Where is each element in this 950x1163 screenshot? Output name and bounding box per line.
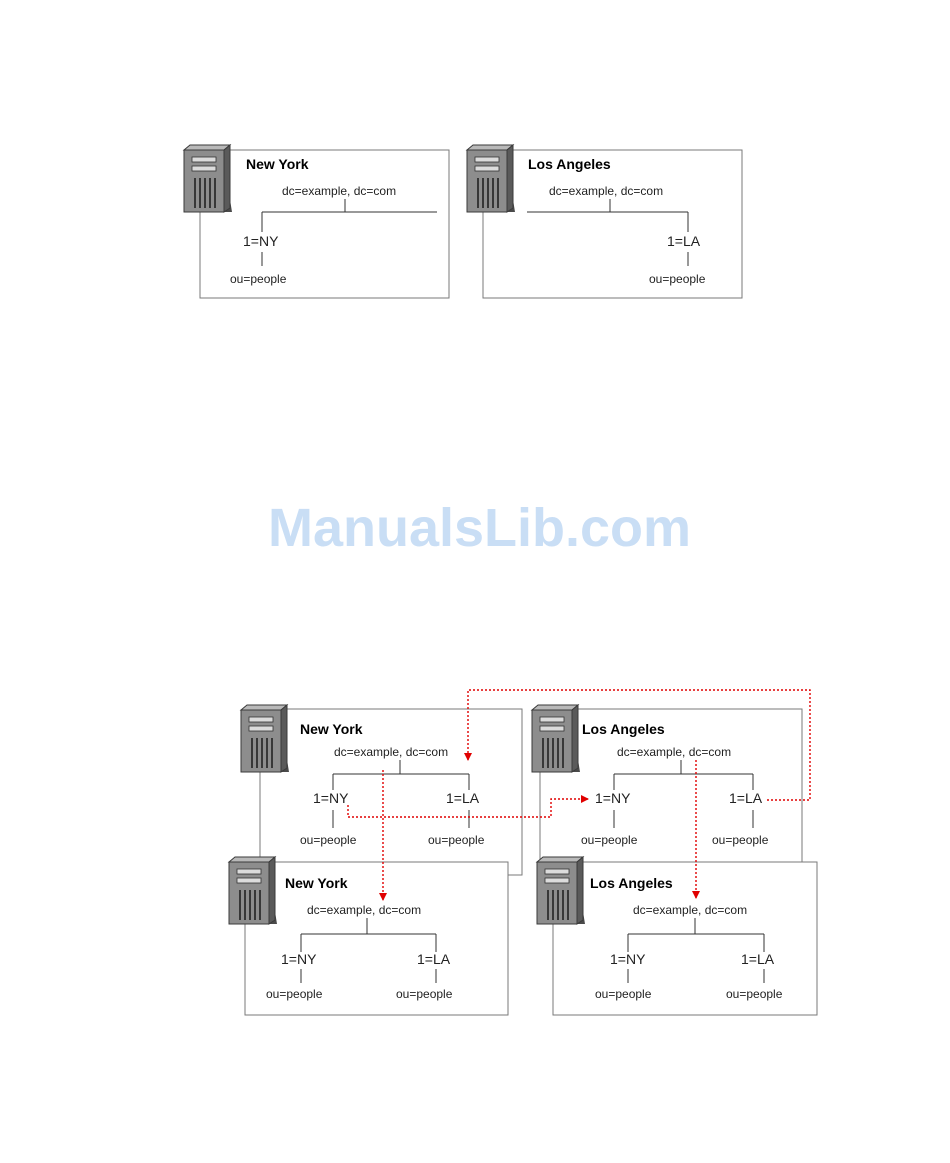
suffix-label: dc=example, dc=com: [334, 745, 448, 759]
replication-arrow-la-to-ny: [464, 689, 811, 801]
ou-people: ou=people: [396, 987, 453, 1001]
top-new-york-server: New York dc=example, dc=com 1=NY ou=peop…: [183, 144, 450, 299]
suffix-label: dc=example, dc=com: [549, 184, 663, 198]
node-ny: 1=NY: [313, 790, 349, 806]
watermark: ManualsLib.com: [268, 498, 691, 558]
ou-people: ou=people: [230, 272, 287, 286]
node-la: 1=LA: [417, 951, 451, 967]
suffix-label: dc=example, dc=com: [282, 184, 396, 198]
ou-people: ou=people: [649, 272, 706, 286]
server-icon: [183, 144, 233, 213]
top-los-angeles-server: Los Angeles dc=example, dc=com 1=LA ou=p…: [466, 144, 743, 299]
server-icon: [228, 856, 278, 925]
server-icon: [466, 144, 516, 213]
suffix-label: dc=example, dc=com: [307, 903, 421, 917]
node-la: 1=LA: [741, 951, 775, 967]
server-icon: [240, 704, 290, 773]
front-new-york-server: New York dc=example, dc=com 1=NY 1=LA ou…: [228, 856, 509, 1016]
ou-people: ou=people: [726, 987, 783, 1001]
back-ny-frame: [259, 708, 523, 876]
back-la-frame: [539, 708, 803, 876]
front-la-frame: [552, 861, 818, 1016]
ou-people: ou=people: [428, 833, 485, 847]
ou-people: ou=people: [300, 833, 357, 847]
node-ny: 1=NY: [610, 951, 646, 967]
node-ny: 1=NY: [281, 951, 317, 967]
server-title: Los Angeles: [582, 721, 665, 737]
ou-people: ou=people: [266, 987, 323, 1001]
node-la: 1=LA: [446, 790, 480, 806]
replication-arrow-ny-to-la: [347, 795, 589, 818]
top-la-frame: [482, 149, 743, 299]
front-los-angeles-server: Los Angeles dc=example, dc=com 1=NY 1=LA…: [536, 856, 818, 1016]
server-title: Los Angeles: [590, 875, 673, 891]
front-ny-frame: [244, 861, 509, 1016]
server-icon: [531, 704, 581, 773]
node-ny: 1=NY: [595, 790, 631, 806]
ou-people: ou=people: [595, 987, 652, 1001]
top-ny-frame: [199, 149, 450, 299]
back-new-york-server: New York dc=example, dc=com 1=NY 1=LA ou…: [240, 704, 523, 876]
server-title: New York: [300, 721, 363, 737]
server-icon: [536, 856, 586, 925]
server-title: New York: [246, 156, 309, 172]
server-title: New York: [285, 875, 348, 891]
ou-people: ou=people: [581, 833, 638, 847]
node-la: 1=LA: [729, 790, 763, 806]
node-ny: 1=NY: [243, 233, 279, 249]
ou-people: ou=people: [712, 833, 769, 847]
server-title: Los Angeles: [528, 156, 611, 172]
node-la: 1=LA: [667, 233, 701, 249]
replication-arrows: [347, 689, 811, 901]
suffix-label: dc=example, dc=com: [617, 745, 731, 759]
back-los-angeles-server: Los Angeles dc=example, dc=com 1=NY 1=LA…: [531, 704, 803, 876]
suffix-label: dc=example, dc=com: [633, 903, 747, 917]
